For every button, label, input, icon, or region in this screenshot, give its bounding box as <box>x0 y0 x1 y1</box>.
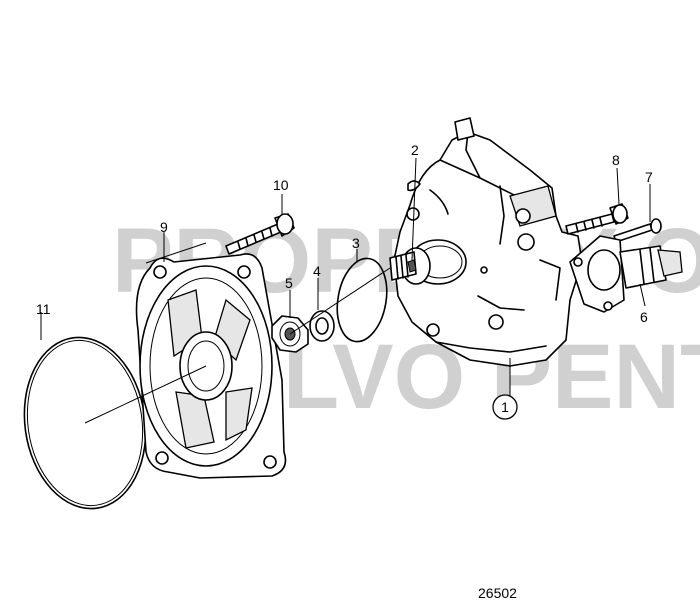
callout-labels: 11 9 10 5 4 3 2 8 7 6 1 <box>36 142 653 420</box>
callout-11: 11 <box>36 301 51 317</box>
flange-bolt <box>225 213 295 255</box>
callout-8: 8 <box>612 152 620 168</box>
callout-1-circle <box>492 394 518 420</box>
callout-3: 3 <box>352 235 360 251</box>
callout-9: 9 <box>160 219 168 235</box>
figure-number: 26502 <box>478 585 517 601</box>
o-ring-large <box>23 336 147 510</box>
mounting-bolt <box>565 203 629 235</box>
adapter-flange <box>135 253 287 479</box>
callout-1: 1 <box>501 399 509 415</box>
callout-2: 2 <box>411 142 419 158</box>
callout-6: 6 <box>640 309 648 325</box>
key <box>407 180 421 273</box>
callout-7: 7 <box>645 169 653 185</box>
o-ring-small <box>336 257 388 343</box>
callout-10: 10 <box>273 177 289 193</box>
leader-lines <box>40 157 651 424</box>
control-valve <box>569 235 683 313</box>
callout-4: 4 <box>313 263 321 279</box>
washer <box>309 310 335 342</box>
pump-body <box>389 117 583 367</box>
callout-5: 5 <box>285 275 293 291</box>
